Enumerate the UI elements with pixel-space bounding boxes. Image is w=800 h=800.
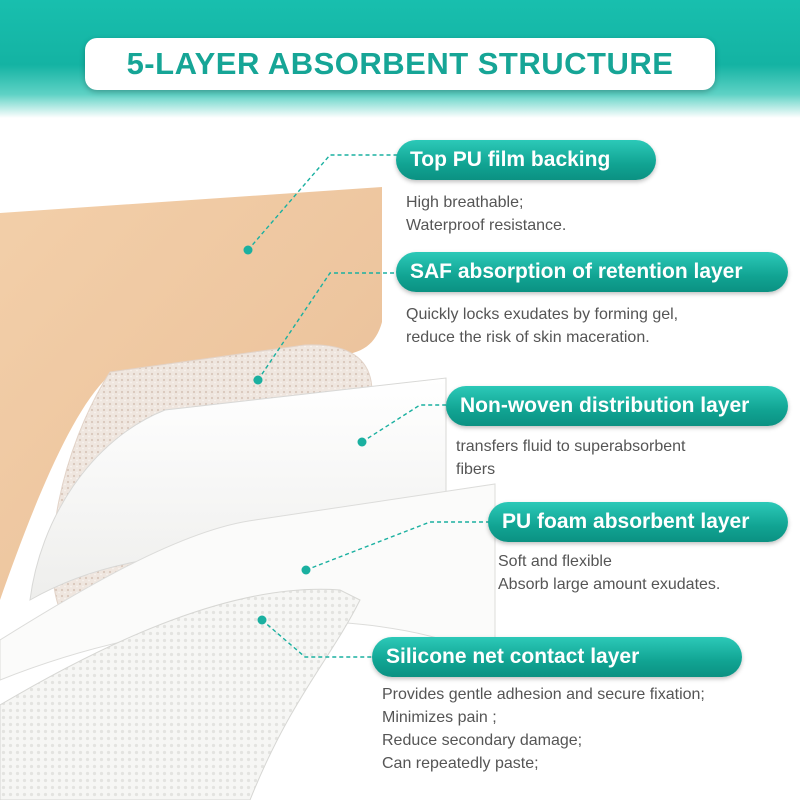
layer-3-description: transfers fluid to superabsorbent fibers — [456, 438, 686, 478]
layer-2-label: SAF absorption of retention layer — [396, 252, 788, 292]
layer-5-description: Provides gentle adhesion and secure fixa… — [382, 686, 705, 772]
layer-silicone-net-contact — [0, 588, 361, 800]
callout-line-1 — [247, 154, 398, 251]
callout-dot-4 — [301, 565, 311, 575]
layer-pu-film-backing — [0, 187, 382, 600]
layer-pu-foam-absorbent — [0, 483, 496, 681]
callout-line-2 — [257, 272, 398, 381]
layer-1-label: Top PU film backing — [396, 140, 656, 180]
callout-dot-3 — [357, 437, 367, 447]
layer-5-label: Silicone net contact layer — [372, 637, 742, 677]
layer-3-label: Non-woven distribution layer — [446, 386, 788, 426]
layer-1-description: High breathable; Waterproof resistance. — [406, 194, 567, 234]
page-title: 5-LAYER ABSORBENT STRUCTURE — [126, 46, 674, 81]
callout-line-4 — [305, 521, 490, 571]
callout-line-5 — [261, 619, 374, 658]
title-box: 5-LAYER ABSORBENT STRUCTURE — [85, 38, 715, 90]
callout-dot-2 — [253, 375, 263, 385]
layer-4-description: Soft and flexible Absorb large amount ex… — [498, 553, 721, 593]
callout-dot-1 — [243, 245, 253, 255]
callout-dot-5 — [257, 615, 267, 625]
layer-4-label: PU foam absorbent layer — [488, 502, 788, 542]
callout-line-3 — [361, 404, 448, 443]
layer-2-description: Quickly locks exudates by forming gel, r… — [406, 306, 679, 346]
